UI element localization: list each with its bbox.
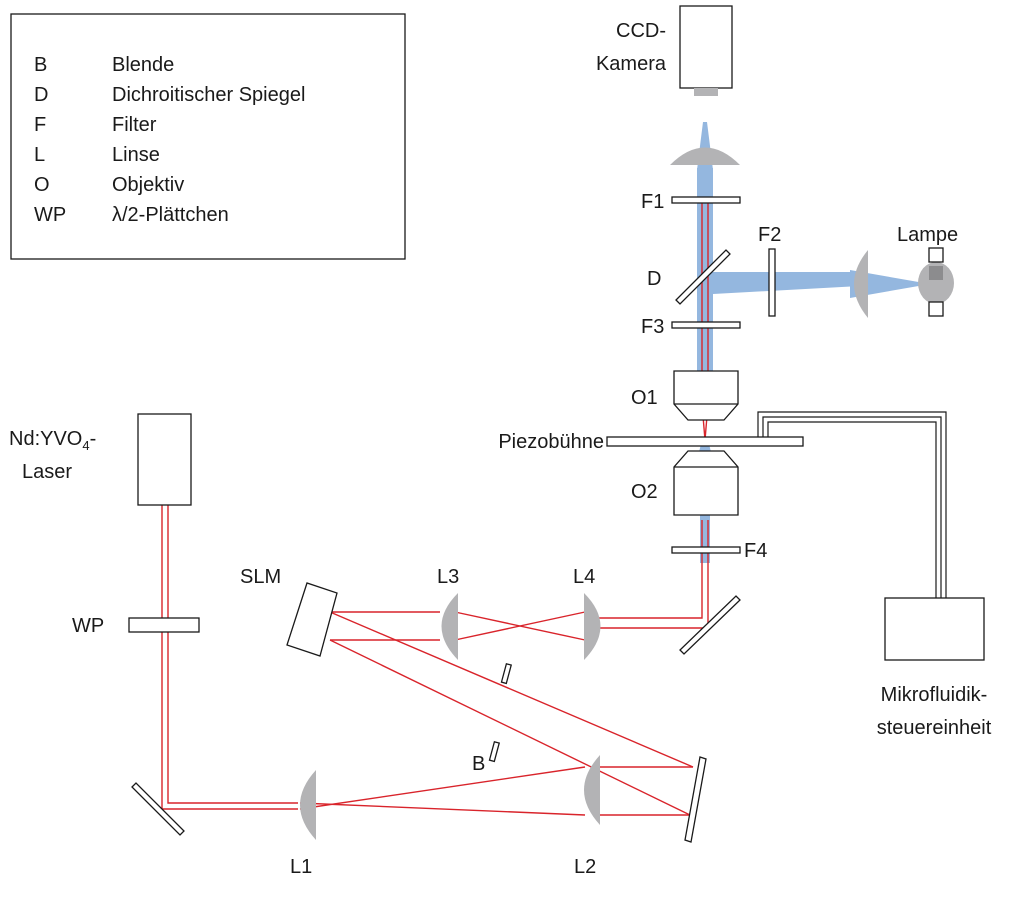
filter-f1 [671, 196, 741, 204]
lamp-filament [929, 266, 943, 280]
legend-key: L [34, 144, 45, 166]
lamp-label: Lampe [897, 224, 958, 246]
aperture: B [472, 662, 513, 775]
objective-o2: O2 [631, 450, 739, 516]
laser-beam-segment [299, 802, 586, 816]
objective-label: O1 [631, 387, 658, 409]
legend-key: WP [34, 204, 66, 226]
lens-label: L2 [574, 856, 596, 878]
illumination-beam [713, 272, 860, 294]
microfluidic-tubing [757, 411, 947, 598]
aperture-blade-lower [488, 740, 501, 763]
camera-mount [694, 88, 718, 96]
lenses: L1 L2 L3 L4 [290, 147, 868, 878]
mirror-fold [684, 756, 707, 843]
legend-desc: Objektiv [112, 174, 184, 196]
imaging-beam-vertical [697, 168, 713, 404]
filter-label: F1 [641, 191, 664, 213]
lens-l1 [300, 770, 316, 840]
camera-lens [670, 147, 740, 165]
legend-key: D [34, 84, 48, 106]
tube-line [762, 416, 942, 598]
legend-desc: Dichroitischer Spiegel [112, 84, 305, 106]
ccd-camera: CCD- Kamera [596, 5, 733, 96]
filter-f3 [671, 321, 741, 329]
legend-desc: λ/2-Plättchen [112, 204, 229, 226]
lens-l2 [584, 755, 600, 825]
lens-label: L3 [437, 566, 459, 588]
laser-label: Nd:YVO4- [9, 428, 96, 453]
waveplate: WP [72, 615, 200, 637]
legend-frame [10, 13, 406, 260]
objective-body [673, 370, 739, 421]
legend: B Blende D Dichroitischer Spiegel F Filt… [10, 13, 406, 260]
filter-label: F3 [641, 316, 664, 338]
dichroic-label: D [647, 268, 661, 290]
piezo-stage: Piezobühne [498, 431, 804, 453]
slm-label: SLM [240, 566, 281, 588]
lens-label: L1 [290, 856, 312, 878]
laser-beam-segment [299, 766, 586, 810]
waveplate-plate [128, 617, 200, 633]
illumination-cone [850, 270, 930, 298]
stage-label: Piezobühne [498, 431, 604, 453]
laser-beam-segment [598, 520, 709, 629]
microfluidic-controller: Mikrofluidik- steuereinheit [877, 597, 992, 739]
laser-beam-segment [454, 611, 586, 641]
mirror-periscope [679, 595, 741, 655]
lamp: Lampe [897, 224, 958, 317]
controller-body [884, 597, 985, 661]
laser-beam-segment [161, 505, 298, 810]
lamp-socket-bottom [928, 301, 944, 317]
controller-label: steuereinheit [877, 717, 992, 739]
laser-beam-segment [329, 611, 694, 768]
dichroic-plate [675, 249, 731, 305]
objective-body [673, 450, 739, 516]
transmitted-beam [700, 515, 710, 563]
controller-label: Mikrofluidik- [881, 684, 988, 706]
lens-l4 [584, 593, 601, 660]
laser-beam-segment [329, 639, 691, 816]
filter-f4 [671, 546, 741, 554]
aperture-blade-upper [500, 662, 513, 685]
legend-desc: Linse [112, 144, 160, 166]
lens-label: L4 [573, 566, 595, 588]
laser-beam-segment [167, 505, 298, 804]
legend-key: B [34, 54, 47, 76]
objective-o1: O1 [631, 370, 739, 421]
camera-label: CCD- [616, 20, 666, 42]
aperture-label: B [472, 753, 485, 775]
lamp-bulb [918, 262, 954, 304]
lamp-socket-top [928, 247, 944, 263]
stage-plate [606, 436, 804, 447]
tube-line [757, 411, 947, 598]
mirrors [131, 595, 741, 843]
ccd-camera-body [679, 5, 733, 89]
slm-body [286, 582, 338, 657]
legend-desc: Blende [112, 54, 174, 76]
filter-label: F2 [758, 224, 781, 246]
legend-desc: Filter [112, 114, 157, 136]
laser-body [137, 413, 192, 506]
laser-label: Laser [22, 461, 72, 483]
filter-label: F4 [744, 540, 767, 562]
legend-key: F [34, 114, 46, 136]
slm: SLM [240, 566, 338, 657]
objective-label: O2 [631, 481, 658, 503]
filter-f2 [768, 248, 776, 317]
lamp-condenser-lens [854, 250, 868, 318]
laser-beam-segment [598, 520, 703, 619]
waveplate-label: WP [72, 615, 104, 637]
camera-label: Kamera [596, 53, 667, 75]
laser-beam-path [161, 200, 709, 816]
legend-key: O [34, 174, 50, 196]
mirror-laser [131, 782, 185, 836]
dichroic-mirror: D [647, 249, 731, 305]
tube-line [767, 421, 937, 598]
lens-l3 [441, 593, 458, 660]
laser-source: Nd:YVO4- Laser [9, 413, 192, 506]
filters: F1 F2 F3 F4 [641, 191, 781, 562]
